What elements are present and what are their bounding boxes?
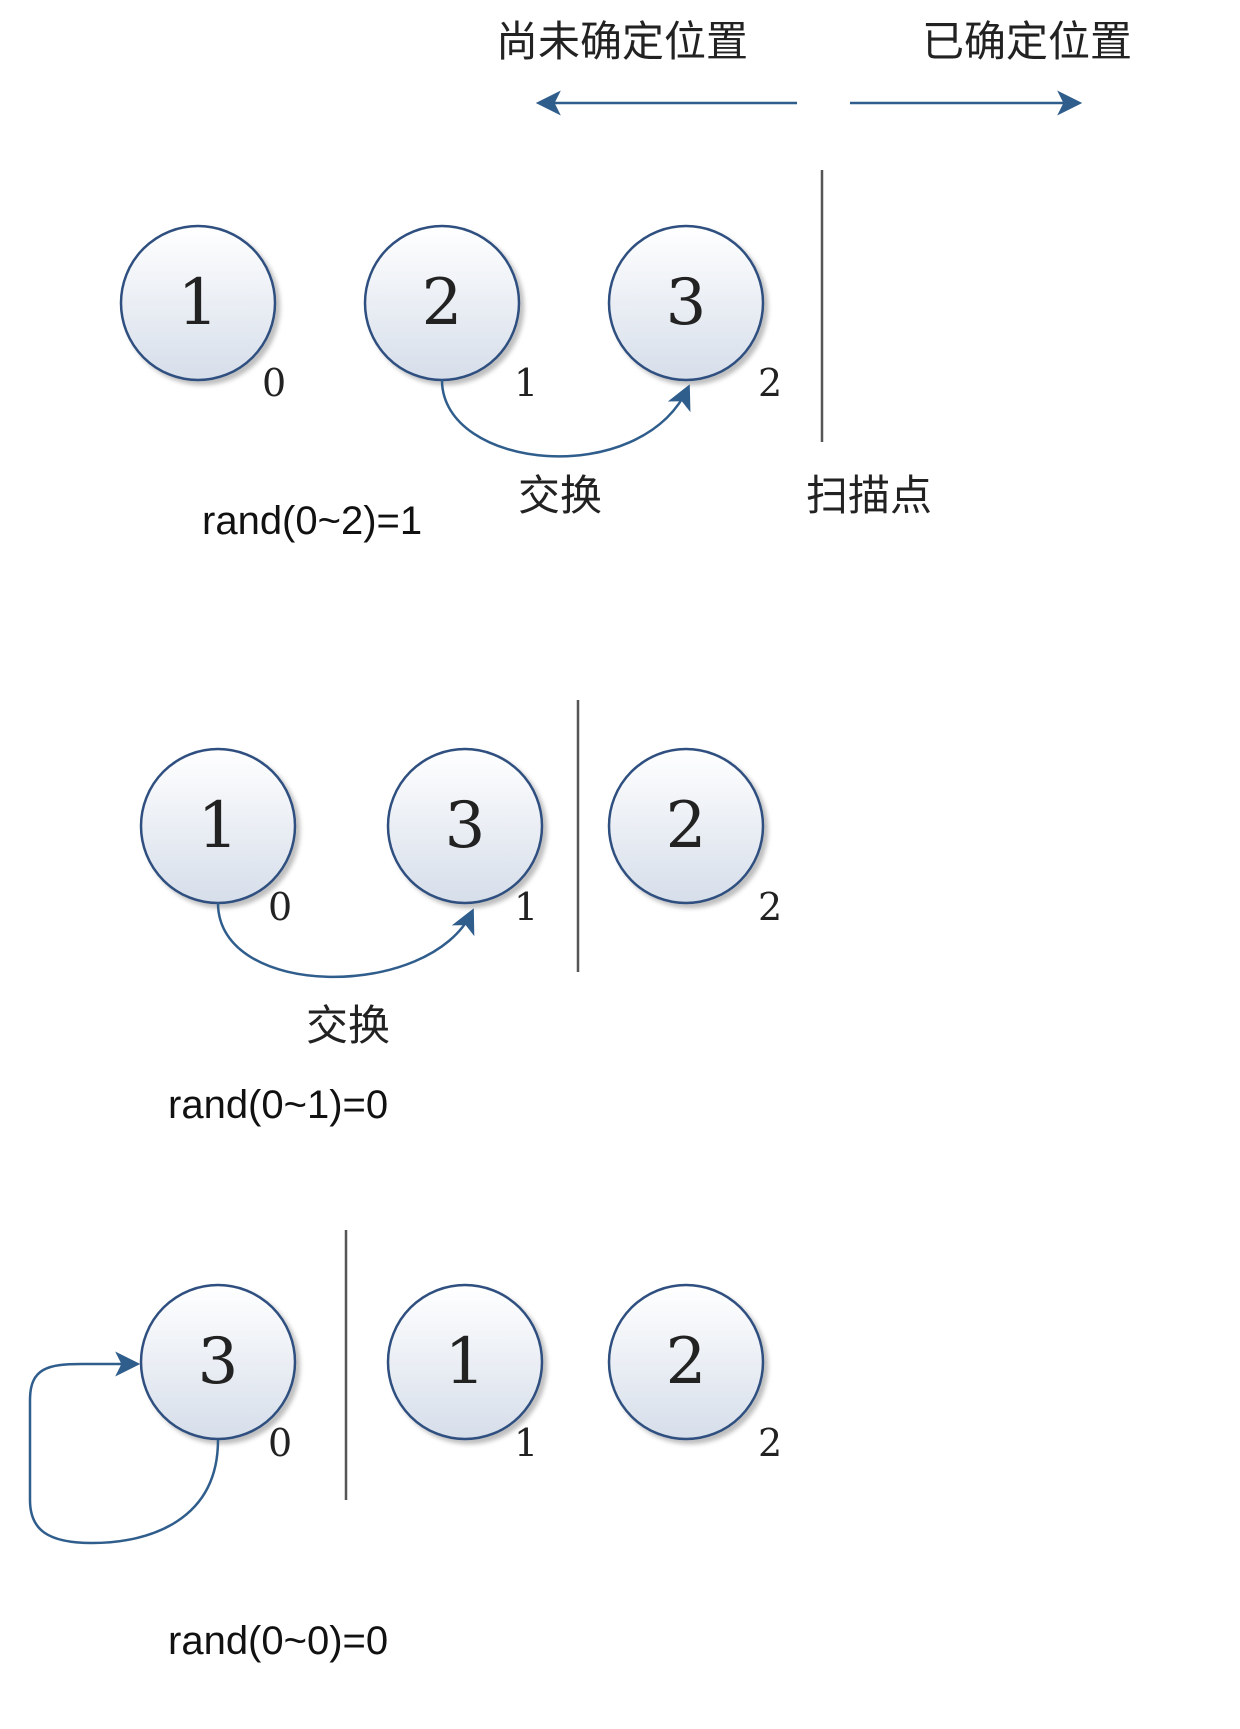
node: 3 1 xyxy=(386,747,544,929)
swap-label: 交换 xyxy=(518,471,602,520)
node-index: 2 xyxy=(758,361,782,405)
node: 2 1 xyxy=(363,224,538,405)
step-3: 3 0 1 1 2 2 rand(0~0)=0 xyxy=(28,1230,782,1663)
node: 2 2 xyxy=(607,747,782,929)
legend-sorted-label: 已确定位置 xyxy=(922,17,1132,66)
rand-text: rand(0~2)=1 xyxy=(202,499,422,543)
node-index: 2 xyxy=(758,1421,782,1465)
node-value: 1 xyxy=(178,266,219,340)
node: 1 0 xyxy=(139,747,297,929)
scan-label: 扫描点 xyxy=(806,471,932,520)
node-index: 1 xyxy=(514,361,538,405)
node: 1 1 xyxy=(386,1283,544,1465)
step-1: 1 0 2 1 3 2 交换 扫描点 rand(0~2)=1 xyxy=(119,170,932,543)
legend-unsorted-label: 尚未确定位置 xyxy=(496,17,748,66)
node-value: 2 xyxy=(666,789,707,863)
node-value: 2 xyxy=(666,1325,707,1399)
node-index: 2 xyxy=(758,885,782,929)
node-value: 3 xyxy=(198,1325,239,1399)
node: 2 2 xyxy=(607,1283,782,1465)
swap-arrow xyxy=(440,379,691,458)
node-index: 0 xyxy=(268,1421,292,1465)
node-value: 1 xyxy=(445,1325,486,1399)
node: 1 0 xyxy=(119,224,286,405)
node-value: 3 xyxy=(666,266,707,340)
rand-text: rand(0~1)=0 xyxy=(168,1083,388,1127)
node-value: 1 xyxy=(198,789,239,863)
node-index: 1 xyxy=(514,1421,538,1465)
step-2: 1 0 3 1 2 2 交换 rand(0~1)=0 xyxy=(139,700,782,1127)
node: 3 2 xyxy=(607,224,782,405)
rand-text: rand(0~0)=0 xyxy=(168,1619,388,1663)
node-index: 0 xyxy=(268,885,292,929)
swap-arrow xyxy=(216,902,475,979)
node-index: 1 xyxy=(514,885,538,929)
node-value: 3 xyxy=(445,789,486,863)
swap-label: 交换 xyxy=(306,1001,390,1050)
self-swap-arrow xyxy=(28,1351,220,1545)
node: 3 0 xyxy=(139,1283,297,1465)
node-index: 0 xyxy=(262,361,286,405)
node-value: 2 xyxy=(422,266,463,340)
